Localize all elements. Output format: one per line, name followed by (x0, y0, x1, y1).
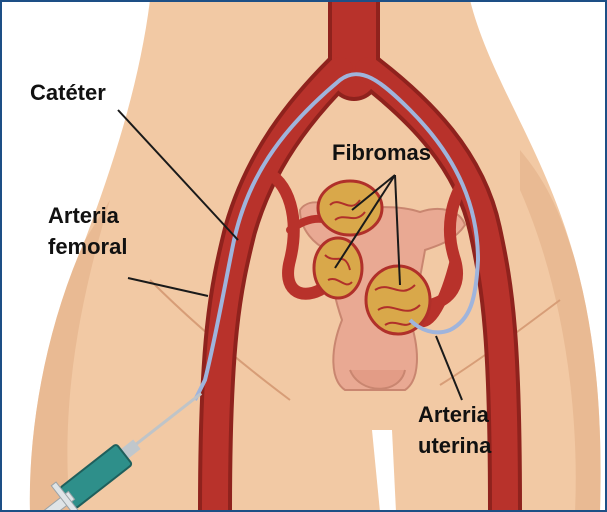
label-arteria-uterina-line2: uterina (418, 433, 491, 459)
label-arteria-uterina-line1: Arteria (418, 402, 489, 428)
label-fibromas: Fibromas (332, 140, 431, 166)
label-arteria-femoral-line2: femoral (48, 234, 127, 260)
fibroid-left (314, 238, 362, 298)
fibroid-top (318, 181, 382, 235)
label-cateter: Catéter (30, 80, 106, 106)
label-arteria-femoral-line1: Arteria (48, 203, 119, 229)
